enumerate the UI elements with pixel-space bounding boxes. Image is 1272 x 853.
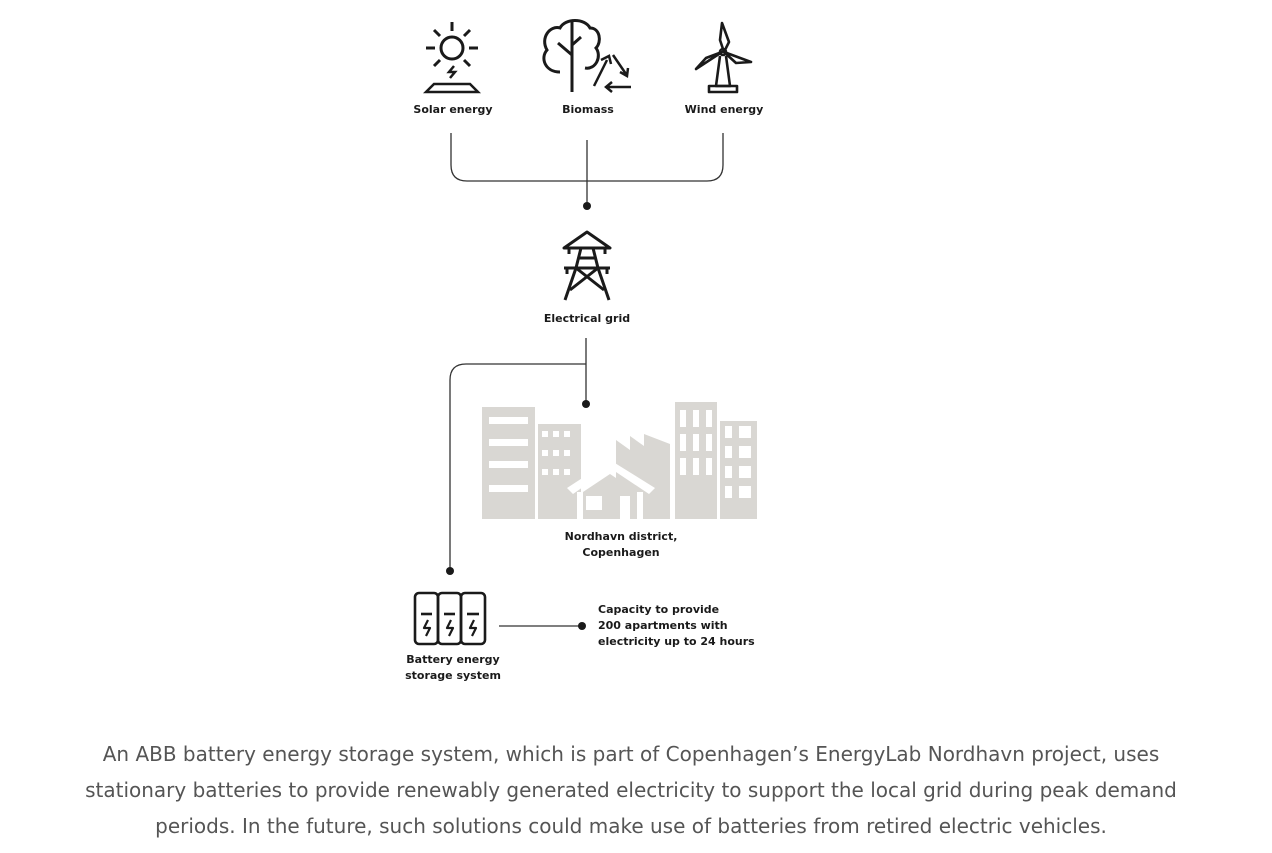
caption-line1: An ABB battery energy storage system, wh… (102, 742, 1160, 766)
district-label-line1: Nordhavn district, (564, 530, 678, 543)
city-buildings-icon (482, 402, 757, 520)
battery-label-line2: storage system (405, 669, 501, 682)
capacity-note: Capacity to provide 200 apartments with … (598, 602, 755, 650)
caption-line2: stationary batteries to provide renewabl… (85, 778, 1177, 802)
transmission-tower-icon (562, 230, 612, 301)
district-label: Nordhavn district, Copenhagen (565, 529, 678, 561)
solar-panel-icon (422, 22, 482, 94)
connector-dots (446, 202, 591, 630)
battery-label-line1: Battery energy (406, 653, 500, 666)
wind-energy-label: Wind energy (684, 103, 764, 116)
district-label-line2: Copenhagen (582, 546, 660, 559)
energy-flow-diagram (413, 19, 757, 646)
caption-line3: periods. In the future, such solutions c… (155, 814, 1107, 838)
wind-turbine-icon (694, 21, 753, 94)
capacity-line1: Capacity to provide (598, 603, 720, 616)
tree-recycle-icon (542, 19, 631, 93)
solar-energy-label: Solar energy (413, 103, 493, 116)
electrical-grid-label: Electrical grid (543, 312, 631, 325)
biomass-label: Biomass (562, 103, 614, 116)
connector-lines (449, 133, 724, 627)
battery-icon (413, 591, 487, 646)
figure-caption: An ABB battery energy storage system, wh… (0, 736, 1262, 844)
capacity-line3: electricity up to 24 hours (598, 635, 755, 648)
capacity-line2: 200 apartments with (598, 619, 728, 632)
battery-label: Battery energy storage system (405, 652, 501, 684)
